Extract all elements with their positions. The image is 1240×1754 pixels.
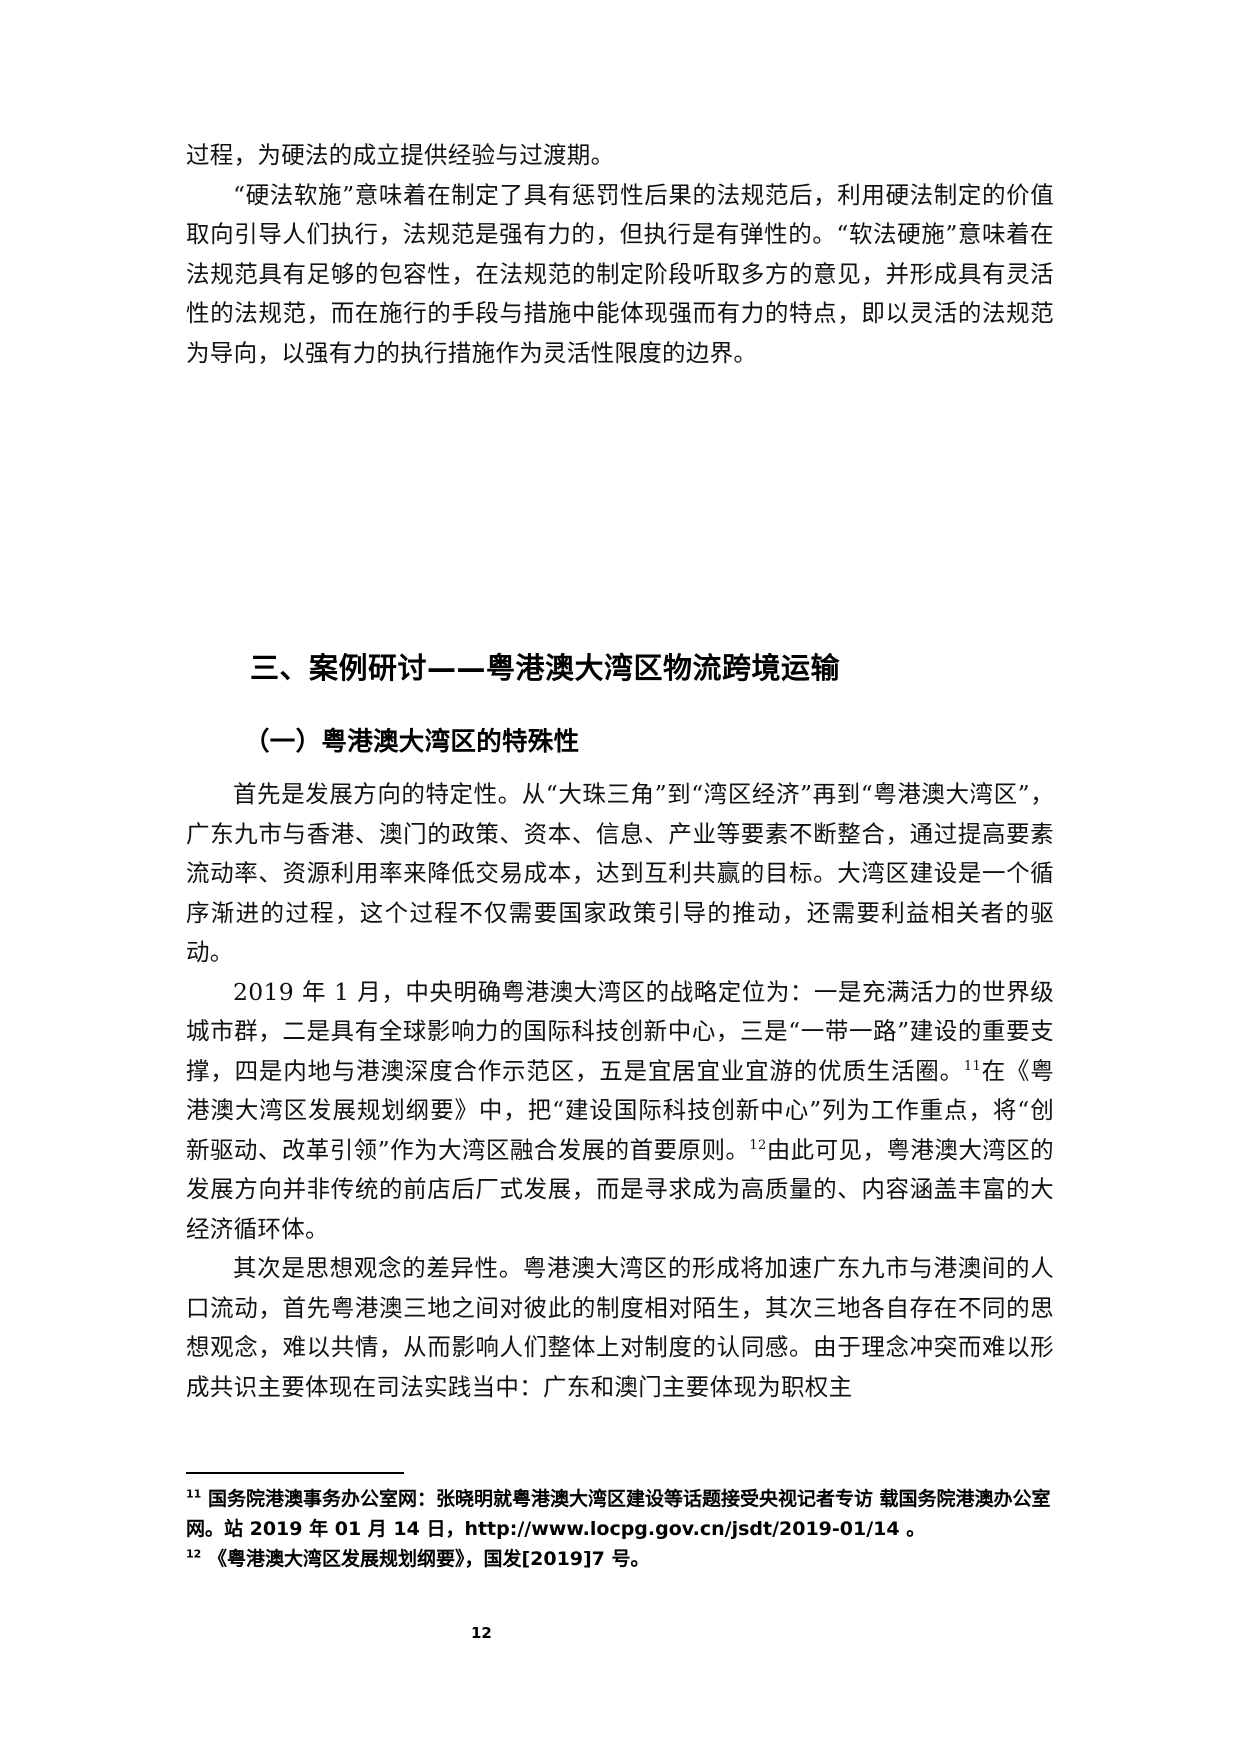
paragraph-text: 由此可见，粤港澳大湾区的发展方向并非传统的前店后厂式发展，而是寻求成为高质量的、… <box>186 1135 1054 1243</box>
footnote-text: 《粤港澳大湾区发展规划纲要》，国发[2019]7 号。 <box>207 1548 650 1570</box>
footnotes: 11 国务院港澳事务办公室网：张晓明就粤港澳大湾区建设等话题接受央视记者专访 载… <box>186 1484 1056 1574</box>
paragraph: 其次是思想观念的差异性。粤港澳大湾区的形成将加速广东九市与港澳间的人口流动，首先… <box>186 1254 1054 1401</box>
section-body: 首先是发展方向的特定性。从“大珠三角”到“湾区经济”再到“粤港澳大湾区”，广东九… <box>186 775 1054 1407</box>
paragraph: 首先是发展方向的特定性。从“大珠三角”到“湾区经济”再到“粤港澳大湾区”，广东九… <box>186 780 1054 966</box>
paragraph: 2019 年 1 月，中央明确粤港澳大湾区的战略定位为：一是充满活力的世界级城市… <box>186 973 1054 1250</box>
footnote-ref-11[interactable]: 11 <box>963 1058 982 1074</box>
continued-text-block: 过程，为硬法的成立提供经验与过渡期。 “硬法软施”意味着在制定了具有惩罚性后果的… <box>186 136 1054 373</box>
paragraph: “硬法软施”意味着在制定了具有惩罚性后果的法规范后，利用硬法制定的价值取向引导人… <box>186 180 1054 367</box>
footnote-text: 国务院港澳事务办公室网：张晓明就粤港澳大湾区建设等话题接受央视记者专访 载国务院… <box>186 1488 1051 1540</box>
footnote-number: 12 <box>186 1547 202 1561</box>
section-heading: 三、案例研讨——粤港澳大湾区物流跨境运输 <box>250 651 841 685</box>
footnote-12: 12 《粤港澳大湾区发展规划纲要》，国发[2019]7 号。 <box>186 1544 1056 1574</box>
paragraph: 过程，为硬法的成立提供经验与过渡期。 <box>186 141 615 169</box>
subsection-heading: （一）粤港澳大湾区的特殊性 <box>244 727 580 757</box>
footnote-separator <box>186 1472 404 1474</box>
page-number: 12 <box>471 1624 492 1642</box>
footnote-number: 11 <box>186 1487 202 1501</box>
footnote-ref-12[interactable]: 12 <box>749 1137 767 1153</box>
paragraph-text: 在《粤港澳大湾区发展规划纲要》中，把“建设国际科技创新中心”列为工作重点，将“创… <box>186 1056 1054 1164</box>
footnote-11: 11 国务院港澳事务办公室网：张晓明就粤港澳大湾区建设等话题接受央视记者专访 载… <box>186 1484 1056 1544</box>
paragraph-text: 2019 年 1 月，中央明确粤港澳大湾区的战略定位为：一是充满活力的世界级城市… <box>186 977 1054 1085</box>
